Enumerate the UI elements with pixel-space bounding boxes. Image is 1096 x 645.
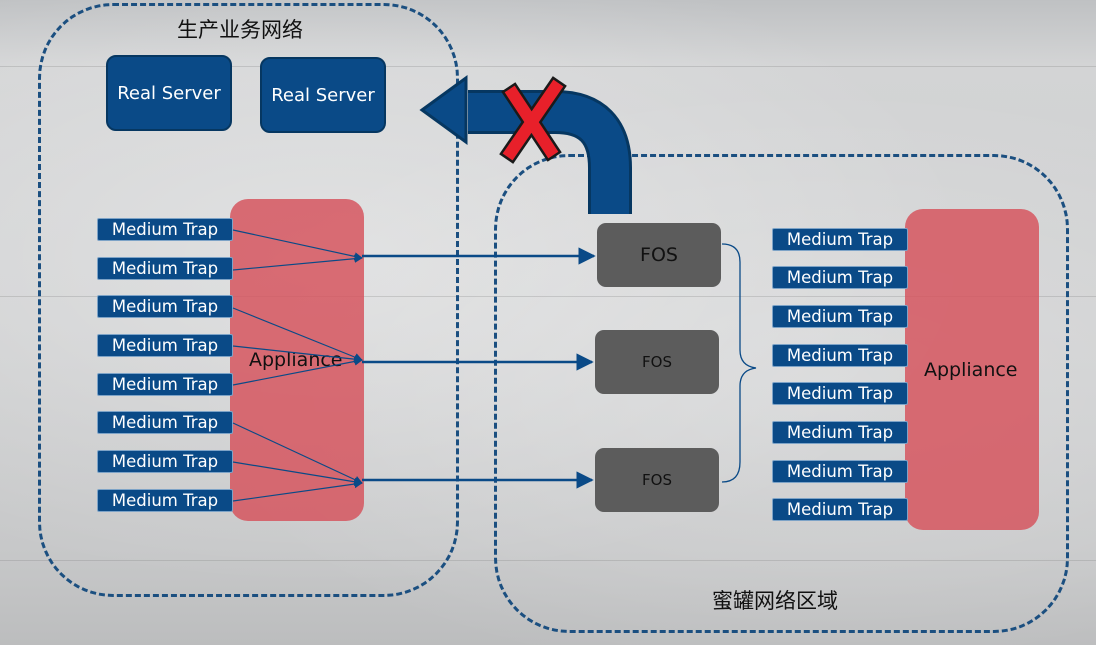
honeypot-zone — [494, 154, 1069, 633]
left-medium-trap: Medium Trap — [97, 489, 233, 512]
curved-arrow-icon — [419, 75, 632, 214]
trap-link-lines — [232, 229, 363, 502]
trap-link-line — [232, 357, 363, 386]
fos-node-1: FOS — [597, 223, 721, 287]
fos-link-arrows — [362, 247, 596, 489]
real-server-1: Real Server — [106, 55, 232, 131]
real-server-2: Real Server — [260, 57, 386, 133]
right-medium-trap: Medium Trap — [772, 382, 908, 405]
left-medium-trap: Medium Trap — [97, 373, 233, 396]
left-appliance — [230, 199, 364, 521]
background-band — [0, 66, 1096, 67]
blocked-x-icon — [499, 76, 567, 164]
right-medium-trap: Medium Trap — [772, 305, 908, 328]
right-appliance-label: Appliance — [924, 359, 1018, 381]
production-zone-title: 生产业务网络 — [177, 18, 303, 42]
left-medium-trap: Medium Trap — [97, 334, 233, 357]
right-medium-trap: Medium Trap — [772, 344, 908, 367]
right-medium-trap: Medium Trap — [772, 421, 908, 444]
bracket-connector — [721, 243, 757, 483]
left-medium-trap: Medium Trap — [97, 411, 233, 434]
right-medium-trap: Medium Trap — [772, 266, 908, 289]
left-medium-trap: Medium Trap — [97, 218, 233, 241]
left-medium-trap: Medium Trap — [97, 257, 233, 280]
right-medium-trap: Medium Trap — [772, 228, 908, 251]
trap-link-line — [232, 345, 363, 364]
production-zone — [38, 3, 459, 597]
fos-node-2: FOS — [595, 330, 719, 394]
background-band — [0, 296, 1096, 297]
honeypot-zone-title: 蜜罐网络区域 — [712, 589, 838, 613]
right-medium-trap: Medium Trap — [772, 460, 908, 483]
right-appliance — [905, 209, 1039, 530]
right-medium-trap: Medium Trap — [772, 498, 908, 521]
left-medium-trap: Medium Trap — [97, 295, 233, 318]
fos-node-3: FOS — [595, 448, 719, 512]
trap-link-line — [232, 422, 363, 484]
left-medium-trap: Medium Trap — [97, 450, 233, 473]
left-appliance-label: Appliance — [249, 349, 343, 371]
trap-link-line — [232, 307, 363, 362]
trap-link-line — [232, 461, 363, 486]
trap-link-line — [232, 479, 363, 502]
trap-link-line — [232, 229, 363, 261]
trap-link-line — [232, 254, 363, 271]
